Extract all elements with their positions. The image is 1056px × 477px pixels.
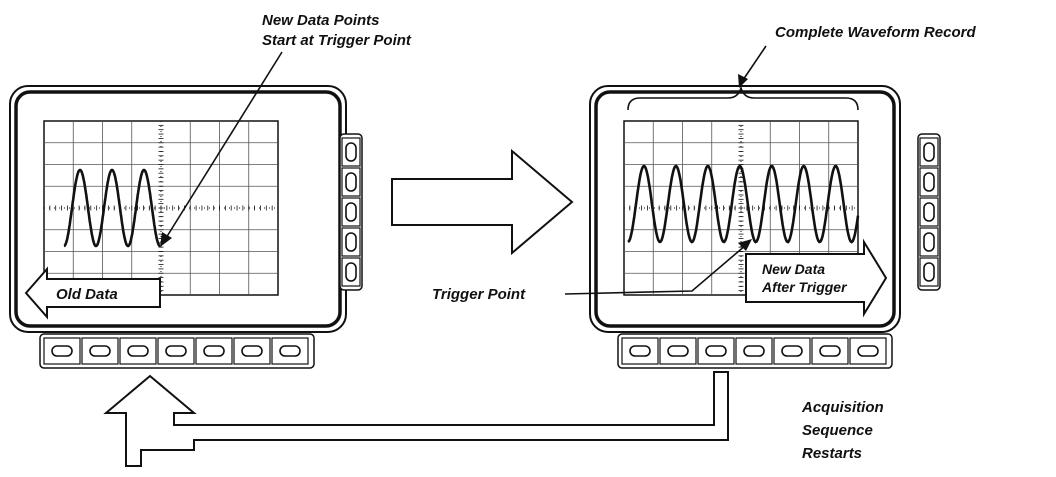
new-data-arrow: New Data After Trigger: [745, 238, 888, 318]
old-waveform-trace: [63, 168, 161, 248]
bottom-button-knob: [857, 345, 879, 357]
record-brace: [627, 85, 859, 111]
side-button-knob: [345, 202, 357, 222]
bottom-buttons-right: [617, 333, 893, 369]
bottom-button: [157, 337, 195, 365]
complete-record-pointer: [738, 45, 767, 88]
bottom-buttons-left: [39, 333, 315, 369]
side-button-knob: [923, 262, 935, 282]
restart-label-3: Restarts: [802, 445, 862, 462]
new-points-pointer: [160, 51, 283, 247]
oscilloscope-right: New Data After Trigger: [589, 85, 941, 369]
bottom-button-knob: [629, 345, 651, 357]
trigger-point-label: Trigger Point: [432, 286, 526, 303]
side-button-knob: [345, 262, 357, 282]
bottom-button-knob: [743, 345, 765, 357]
new-data-label-1: New Data: [762, 261, 825, 277]
restart-loop: [103, 371, 729, 467]
bottom-button-knob: [203, 345, 225, 357]
bottom-button-knob: [781, 345, 803, 357]
new-points-label-2: Start at Trigger Point: [262, 32, 412, 49]
complete-record-label: Complete Waveform Record: [775, 24, 976, 41]
bottom-button-knob: [89, 345, 111, 357]
restart-label-1: Acquisition: [801, 399, 884, 416]
side-button-knob: [345, 142, 357, 162]
graticule-left: [43, 120, 279, 296]
side-button-knob: [923, 142, 935, 162]
side-button-knob: [923, 202, 935, 222]
bottom-button-knob: [165, 345, 187, 357]
side-buttons-left: [339, 133, 363, 291]
new-points-label-1: New Data Points: [262, 12, 380, 29]
old-data-label: Old Data: [56, 286, 118, 303]
side-button-knob: [923, 172, 935, 192]
graticule-right: [623, 120, 859, 296]
bottom-button-knob: [241, 345, 263, 357]
restart-label-2: Sequence: [802, 422, 873, 439]
bottom-button-knob: [51, 345, 73, 357]
bottom-button-knob: [667, 345, 689, 357]
progress-arrow: [391, 148, 574, 256]
complete-waveform-trace: [627, 164, 860, 244]
bottom-button-knob: [127, 345, 149, 357]
old-data-arrow: Old Data: [24, 266, 161, 320]
side-button-knob: [345, 232, 357, 252]
trigger-point-pointer: [564, 239, 752, 295]
bottom-button: [233, 337, 271, 365]
oscilloscope-left: Old Data: [9, 85, 363, 369]
side-button-knob: [345, 172, 357, 192]
side-button-knob: [923, 232, 935, 252]
bottom-button-knob: [279, 345, 301, 357]
new-data-label-2: After Trigger: [761, 279, 848, 295]
bottom-button-knob: [819, 345, 841, 357]
bottom-button-knob: [705, 345, 727, 357]
side-buttons-right: [917, 133, 941, 291]
